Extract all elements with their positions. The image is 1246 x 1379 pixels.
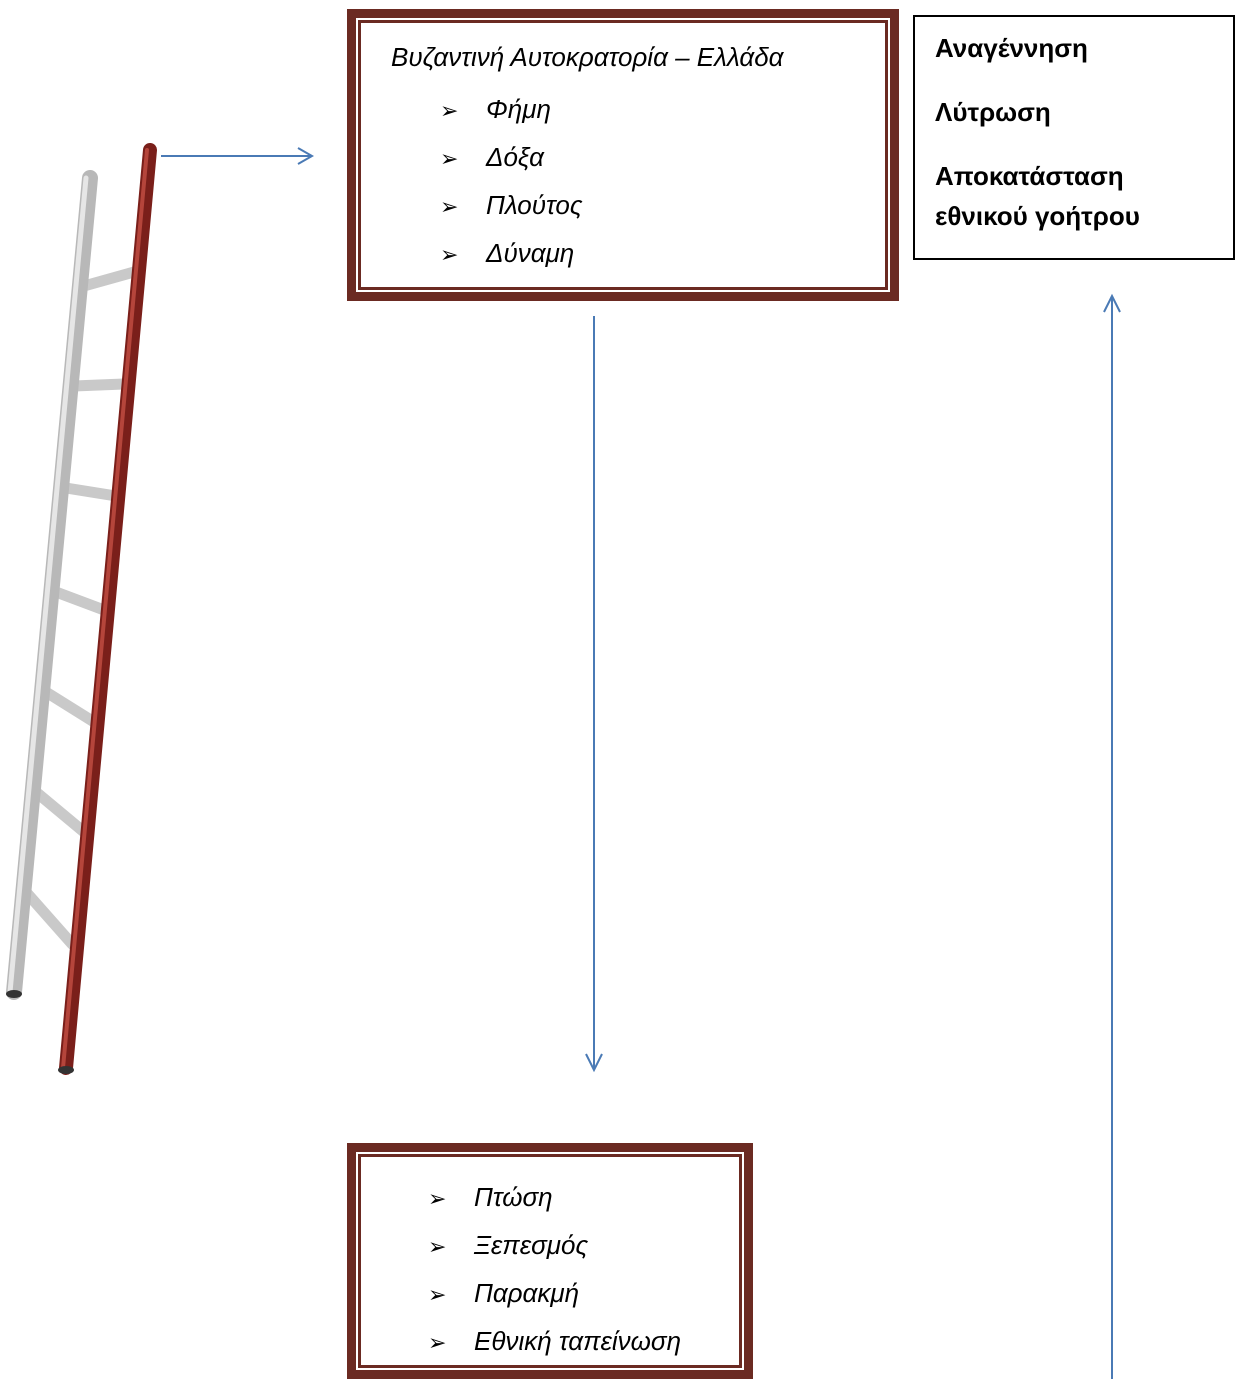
bottom-list-item: ➢ Εθνική ταπείνωση: [428, 1326, 681, 1357]
bullet-arrow-icon: ➢: [428, 1186, 447, 1211]
top-list-item-label: Δύναμη: [486, 238, 575, 268]
top-box-title: Βυζαντινή Αυτοκρατορία – Ελλάδα: [391, 42, 784, 72]
top-list-item: ➢ Πλούτος: [440, 190, 582, 221]
right-box-line: Αναγέννηση: [935, 33, 1088, 63]
top-list-item: ➢ Δύναμη: [440, 238, 574, 269]
top-framed-box: [347, 9, 899, 301]
bottom-framed-box: ➢ Πτώση ➢ Ξεπεσμός ➢ Παρακμή ➢ Εθνική ταπείν…: [347, 1143, 753, 1379]
bullet-arrow-icon: ➢: [428, 1330, 447, 1355]
top-list-item-label: Δόξα: [486, 142, 544, 172]
bottom-list-item-label: Ξεπεσμός: [474, 1230, 589, 1260]
bullet-arrow-icon: ➢: [440, 194, 459, 219]
top-list-item-label: Φήμη: [486, 94, 551, 124]
top-list-item: ➢ Δόξα: [440, 142, 544, 173]
inner-border-thin: [360, 1156, 740, 1366]
right-box-line: εθνικού γοήτρου: [935, 201, 1140, 231]
bullet-arrow-icon: ➢: [428, 1234, 447, 1259]
bullet-arrow-icon: ➢: [428, 1282, 447, 1307]
right-box-line: Αποκατάσταση: [935, 161, 1124, 191]
bottom-list-item-label: Παρακμή: [474, 1278, 580, 1308]
right-text-box: Αναγέννηση Λύτρωση Αποκατάσταση εθνικού …: [913, 15, 1235, 260]
inner-border-thin: [360, 22, 886, 288]
top-list-item-label: Πλούτος: [486, 190, 583, 220]
bottom-list-item: ➢ Πτώση: [428, 1182, 553, 1213]
bullet-arrow-icon: ➢: [440, 146, 459, 171]
bottom-list-item: ➢ Παρακμή: [428, 1278, 579, 1309]
top-list-item: ➢ Φήμη: [440, 94, 551, 125]
bottom-list-item-label: Εθνική ταπείνωση: [474, 1326, 682, 1356]
ladder-illustration: [6, 143, 157, 1075]
bottom-list-item-label: Πτώση: [474, 1182, 553, 1212]
bullet-arrow-icon: ➢: [440, 242, 459, 267]
bottom-list-item: ➢ Ξεπεσμός: [428, 1230, 588, 1261]
right-box-line: Λύτρωση: [935, 97, 1051, 127]
bullet-arrow-icon: ➢: [440, 98, 459, 123]
inner-border: [358, 20, 888, 290]
inner-border: [358, 1154, 742, 1368]
connector-arrows: [161, 147, 1121, 1379]
